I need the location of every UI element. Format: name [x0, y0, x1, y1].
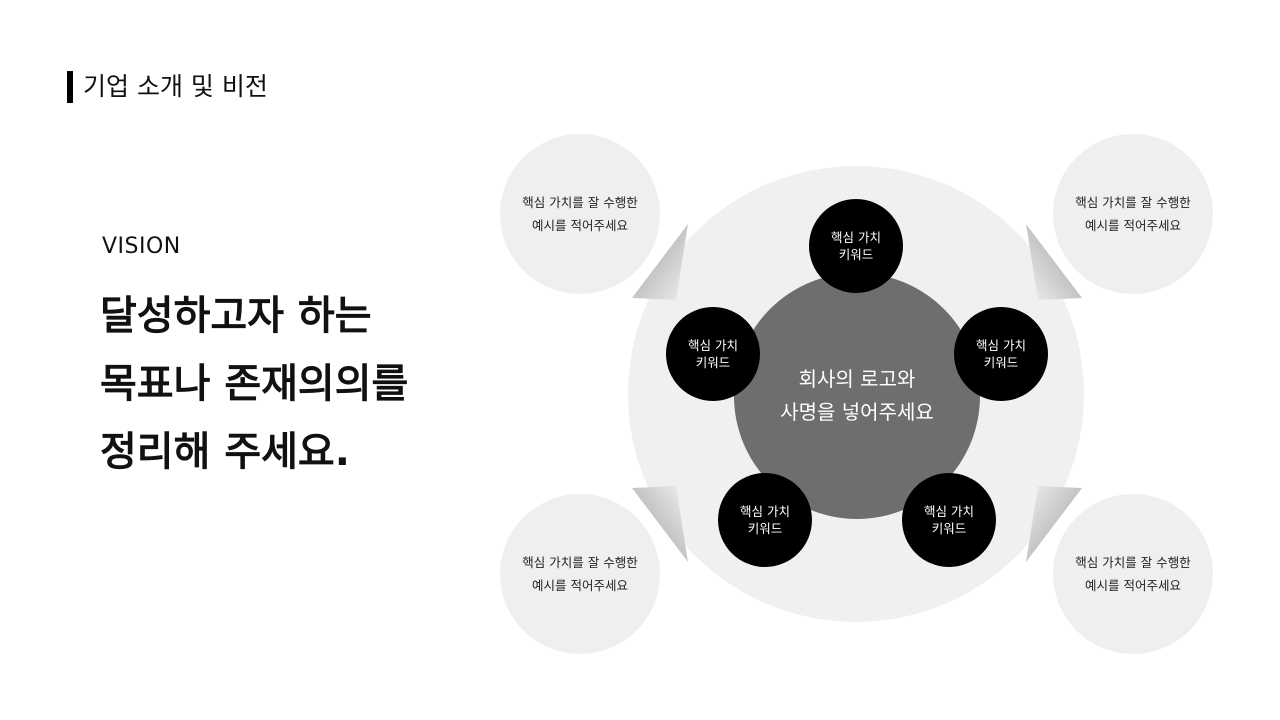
center-text-line-1: 회사의 로고와: [798, 367, 916, 391]
keyword-sublabel: 키워드: [695, 355, 731, 370]
example-text-line-1: 핵심 가치를 잘 수행한: [522, 555, 638, 570]
vision-label: VISION: [102, 234, 181, 259]
example-text-line-1: 핵심 가치를 잘 수행한: [522, 195, 638, 210]
example-bubble-bottom-right: 핵심 가치를 잘 수행한 예시를 적어주세요: [1053, 494, 1213, 654]
vision-statement: 달성하고자 하는 목표나 존재의의를 정리해 주세요.: [100, 282, 480, 486]
pointer-bottom-right: [1026, 486, 1082, 562]
example-text-line-1: 핵심 가치를 잘 수행한: [1075, 195, 1191, 210]
vision-line-2: 목표나 존재의의를: [100, 361, 409, 407]
center-text-line-2: 사명을 넣어주세요: [780, 400, 934, 424]
keyword-sublabel: 키워드: [983, 355, 1019, 370]
keyword-sublabel: 키워드: [838, 247, 874, 262]
keyword-node-bottom-left: 핵심 가치 키워드: [718, 473, 812, 567]
keyword-node-left: 핵심 가치 키워드: [666, 307, 760, 401]
vision-line-1: 달성하고자 하는: [100, 293, 372, 339]
keyword-label: 핵심 가치: [976, 338, 1026, 353]
example-text-line-2: 예시를 적어주세요: [532, 578, 628, 593]
vision-line-3: 정리해 주세요.: [100, 429, 350, 475]
keyword-label: 핵심 가치: [831, 230, 881, 245]
keyword-sublabel: 키워드: [747, 521, 783, 536]
keyword-node-bottom-right: 핵심 가치 키워드: [902, 473, 996, 567]
keyword-label: 핵심 가치: [924, 504, 974, 519]
pointer-top-left: [632, 224, 688, 300]
example-text-line-2: 예시를 적어주세요: [1085, 578, 1181, 593]
example-bubble-top-right: 핵심 가치를 잘 수행한 예시를 적어주세요: [1053, 134, 1213, 294]
example-text-line-2: 예시를 적어주세요: [532, 218, 628, 233]
keyword-node-top: 핵심 가치 키워드: [809, 199, 903, 293]
example-bubble-bottom-left: 핵심 가치를 잘 수행한 예시를 적어주세요: [500, 494, 660, 654]
center-text: 회사의 로고와 사명을 넣어주세요: [780, 363, 934, 429]
keyword-label: 핵심 가치: [740, 504, 790, 519]
keyword-label: 핵심 가치: [688, 338, 738, 353]
example-text-line-2: 예시를 적어주세요: [1085, 218, 1181, 233]
example-bubble-top-left: 핵심 가치를 잘 수행한 예시를 적어주세요: [500, 134, 660, 294]
example-text-line-1: 핵심 가치를 잘 수행한: [1075, 555, 1191, 570]
keyword-sublabel: 키워드: [931, 521, 967, 536]
keyword-node-right: 핵심 가치 키워드: [954, 307, 1048, 401]
pointer-top-right: [1026, 224, 1082, 300]
header-accent-bar: [67, 71, 73, 103]
page-title: 기업 소개 및 비전: [83, 72, 268, 101]
pointer-bottom-left: [632, 486, 688, 562]
